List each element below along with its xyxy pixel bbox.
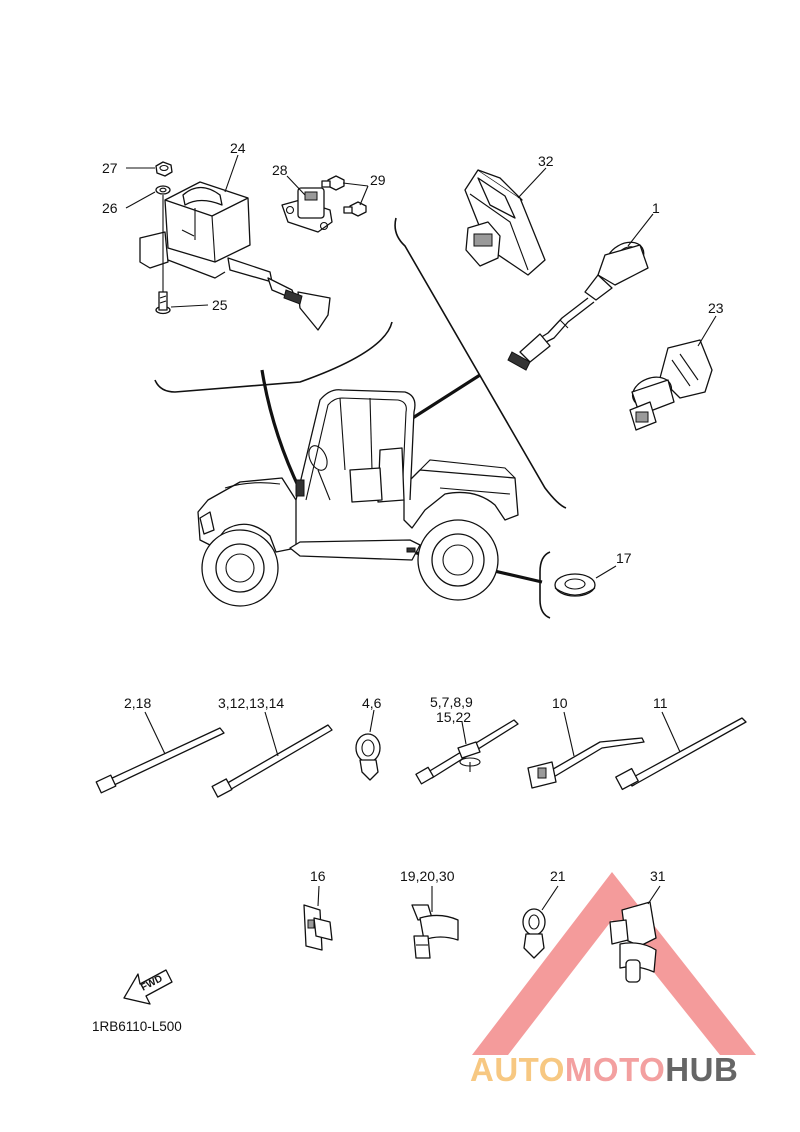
label-3-14: 3,12,13,14 <box>218 695 284 711</box>
drawing-code: 1RB6110-L500 <box>92 1019 182 1034</box>
label-25: 25 <box>212 297 228 313</box>
part-5-22-tie-clip <box>415 719 519 785</box>
part-29-screws <box>321 175 367 217</box>
part-23-switch <box>629 339 713 431</box>
part-2-18-cable-tie <box>95 727 225 794</box>
label-19-30: 19,20,30 <box>400 868 455 884</box>
label-32: 32 <box>538 153 554 169</box>
part-21-clip <box>522 908 546 959</box>
label-16: 16 <box>310 868 326 884</box>
label-1: 1 <box>652 200 660 216</box>
label-26: 26 <box>102 200 118 216</box>
part-1-power-socket <box>507 241 649 371</box>
watermark-triangle <box>472 872 756 1055</box>
fwd-arrow-icon <box>123 969 173 1005</box>
label-15-22: 15,22 <box>436 709 471 725</box>
label-21: 21 <box>550 868 566 884</box>
part-10-tie-clamp <box>527 737 645 789</box>
part-17-grommet <box>554 573 596 597</box>
part-3-14-cable-tie <box>211 724 333 798</box>
label-10: 10 <box>552 695 568 711</box>
label-23: 23 <box>708 300 724 316</box>
part-32-socket <box>464 169 546 276</box>
label-28: 28 <box>272 162 288 178</box>
part-11-cable-tie <box>615 717 747 791</box>
part-16-holder <box>303 904 333 951</box>
watermark-hub: HUB <box>665 1051 738 1088</box>
label-27: 27 <box>102 160 118 176</box>
part-27-nut <box>155 161 173 177</box>
label-17: 17 <box>616 550 632 566</box>
part-26-washer <box>155 185 171 292</box>
label-31: 31 <box>650 868 666 884</box>
label-24: 24 <box>230 140 246 156</box>
part-24-relay-assembly <box>139 181 331 331</box>
part-19-30-clip <box>411 904 459 959</box>
watermark-text: AUTOMOTOHUB <box>470 1051 738 1088</box>
label-11: 11 <box>653 695 668 711</box>
label-29: 29 <box>370 172 386 188</box>
watermark-auto: AUTO <box>470 1051 565 1088</box>
label-5-9: 5,7,8,9 <box>430 694 473 710</box>
part-28-sensor <box>281 187 333 233</box>
part-4-6-clip <box>355 733 381 781</box>
part-25-bolt <box>155 291 171 315</box>
label-4-6: 4,6 <box>362 695 382 711</box>
label-2-18: 2,18 <box>124 695 151 711</box>
vehicle-illustration <box>197 389 519 607</box>
part-31-clamp <box>609 901 657 983</box>
watermark-moto: MOTO <box>565 1051 665 1088</box>
